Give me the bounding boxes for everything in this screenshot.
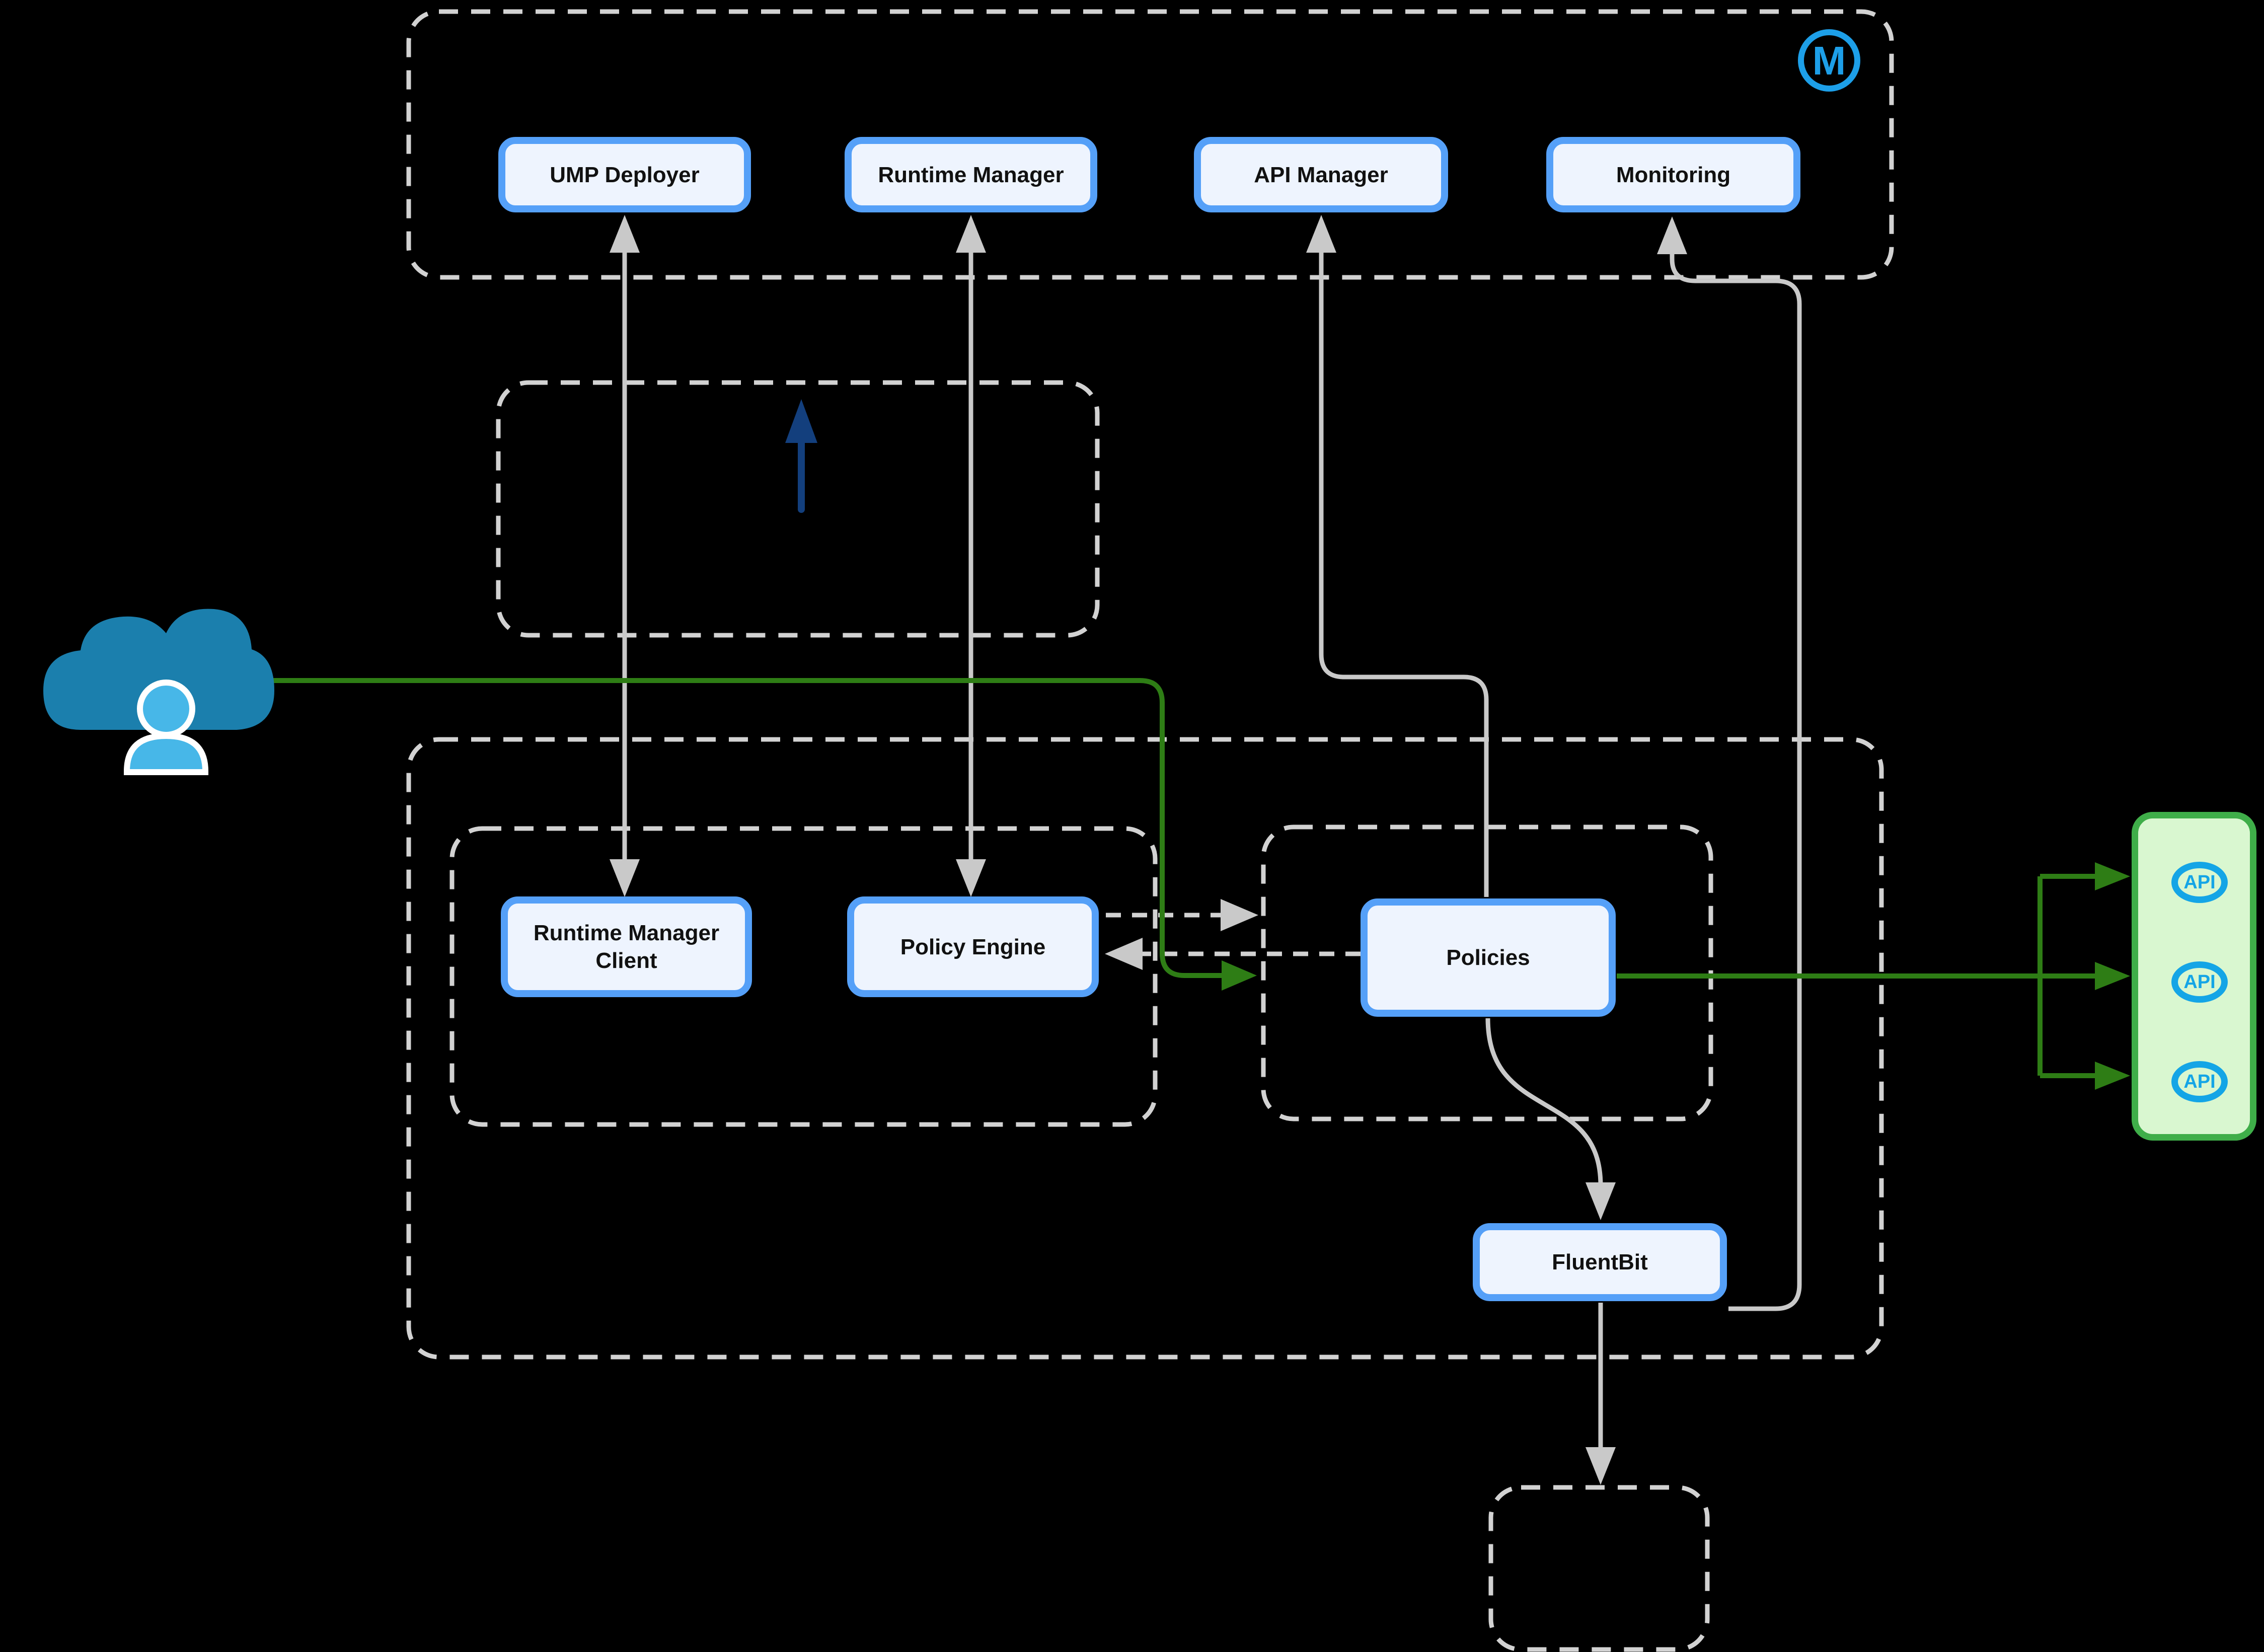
node-label: FluentBit bbox=[1552, 1250, 1648, 1274]
api-endpoints-panel: API API API bbox=[2132, 812, 2256, 1141]
group-borders bbox=[406, 9, 1894, 1652]
node-policy-engine: Policy Engine bbox=[847, 896, 1099, 997]
policy-sync-links bbox=[1105, 899, 1361, 970]
node-label: UMP Deployer bbox=[550, 162, 700, 187]
node-runtime-manager: Runtime Manager bbox=[845, 137, 1097, 212]
arrowhead-api-3 bbox=[2095, 1062, 2130, 1090]
cloud-shape bbox=[43, 609, 274, 730]
cloud-user-icon bbox=[43, 609, 274, 775]
arrowhead-down-target bbox=[1586, 1447, 1616, 1485]
api-endpoint-icon: API bbox=[2171, 862, 2228, 903]
person-body bbox=[124, 732, 208, 775]
policies-apimanager-link bbox=[1319, 252, 1489, 897]
api-label: API bbox=[2183, 971, 2216, 993]
mulesoft-logo-icon: M bbox=[1798, 29, 1860, 92]
fluentbit-monitoring-link bbox=[1670, 252, 1802, 1311]
agent-group bbox=[449, 826, 1158, 1127]
deploy-pipeline-group bbox=[496, 380, 1100, 638]
policies-fluentbit-link bbox=[1485, 1018, 1603, 1186]
arrowhead-api-2 bbox=[2095, 962, 2130, 990]
node-label: Policy Engine bbox=[900, 934, 1046, 959]
api-endpoint-icon: API bbox=[2171, 961, 2228, 1003]
node-api-manager: API Manager bbox=[1194, 137, 1448, 212]
logo-letter: M bbox=[1813, 38, 1846, 83]
node-policies: Policies bbox=[1361, 898, 1616, 1017]
policies-to-apis-link bbox=[1617, 874, 2098, 1078]
logo-ring bbox=[1798, 29, 1860, 92]
node-monitoring: Monitoring bbox=[1546, 137, 1800, 212]
person-head bbox=[137, 680, 195, 738]
arrowhead-up-rm bbox=[956, 215, 986, 253]
node-ump-deployer: UMP Deployer bbox=[498, 137, 751, 212]
arrowhead-down-pe bbox=[956, 859, 986, 897]
arrowhead-right-policies bbox=[1221, 899, 1258, 931]
green-traffic-links bbox=[229, 678, 2130, 1090]
arrowhead-down-fluentbit bbox=[1586, 1182, 1616, 1220]
api-label: API bbox=[2183, 1071, 2216, 1092]
node-label: Policies bbox=[1446, 945, 1530, 970]
arrowhead-green-policies bbox=[1222, 960, 1257, 991]
node-runtime-manager-client: Runtime Manager Client bbox=[501, 896, 752, 997]
arrowhead-api-1 bbox=[2095, 862, 2130, 890]
api-endpoint-icon: API bbox=[2171, 1061, 2228, 1102]
user-to-policies-link bbox=[229, 678, 1223, 978]
arrowhead-up-apimanager bbox=[1306, 215, 1336, 253]
node-label: Runtime Manager bbox=[878, 162, 1064, 187]
control-plane-group bbox=[406, 9, 1894, 280]
arrowhead-up-deploy bbox=[785, 399, 817, 443]
node-fluentbit: FluentBit bbox=[1473, 1223, 1727, 1301]
node-label: Monitoring bbox=[1616, 162, 1731, 187]
log-target-group bbox=[1488, 1485, 1710, 1652]
gray-connectors bbox=[610, 215, 1802, 1485]
arrowhead-up-ump bbox=[610, 215, 640, 253]
node-label: API Manager bbox=[1254, 162, 1388, 187]
node-label: Runtime Manager Client bbox=[533, 921, 720, 973]
arrowhead-down-rmc bbox=[610, 859, 640, 897]
arrowhead-up-monitoring bbox=[1657, 216, 1687, 254]
arrowhead-left-policy-engine bbox=[1105, 938, 1143, 970]
api-label: API bbox=[2183, 871, 2216, 893]
runtime-plane-group bbox=[406, 737, 1884, 1360]
deploy-arrow bbox=[785, 399, 817, 513]
